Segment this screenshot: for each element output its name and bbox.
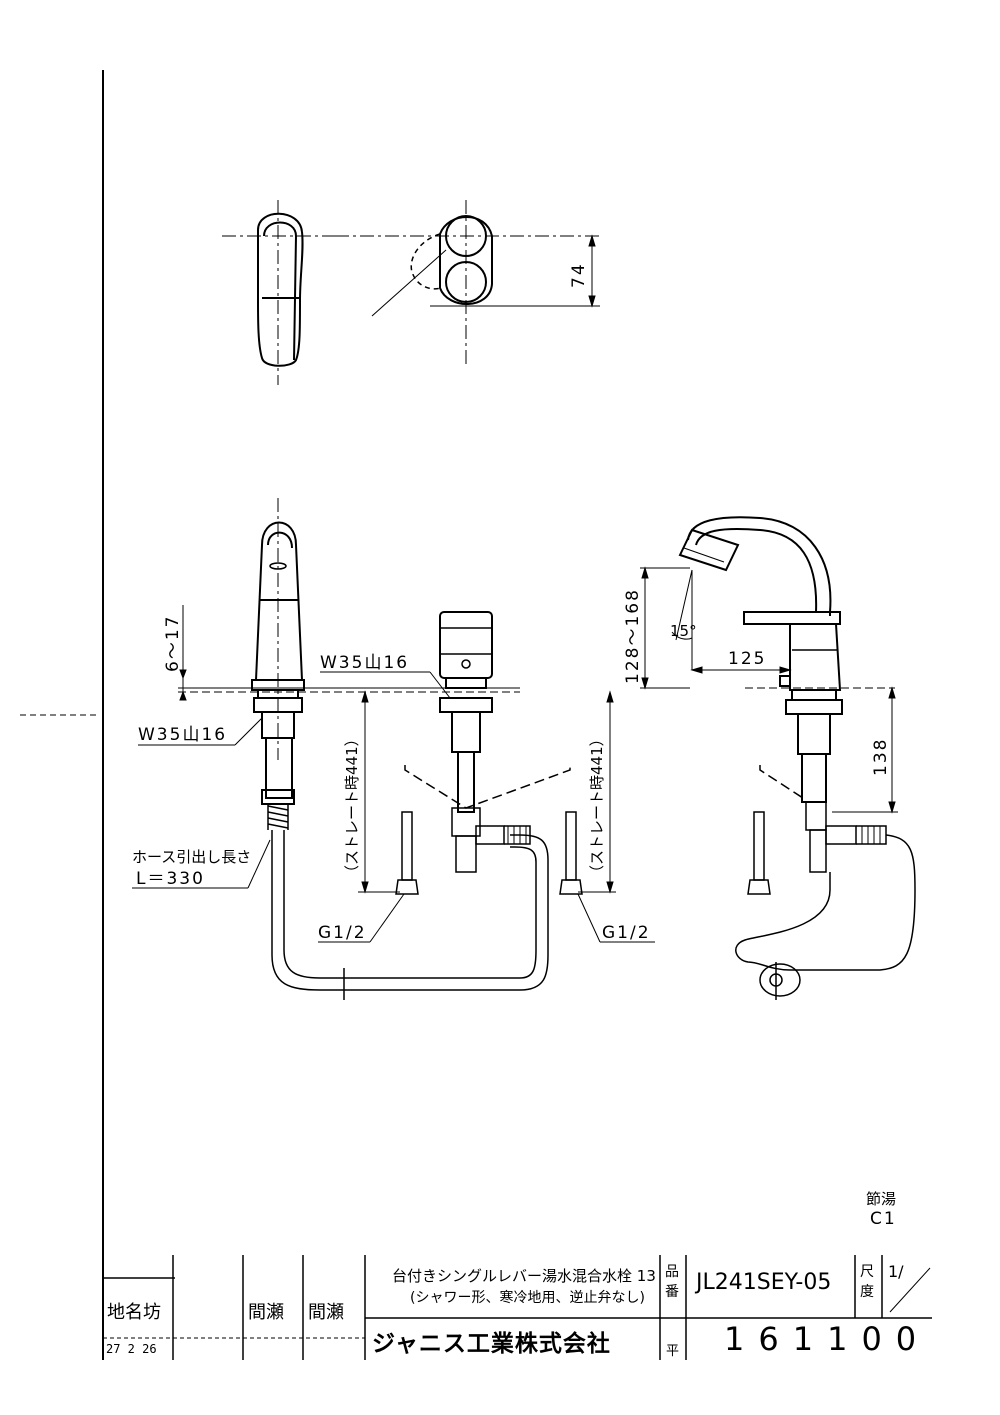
title-block-frame <box>103 1255 932 1360</box>
dim-74-label: 74 <box>569 262 589 288</box>
dim-15deg-label: 15° <box>670 622 697 640</box>
hose <box>271 830 549 1000</box>
title-date: 27 2 26 <box>106 1342 157 1356</box>
company-name: ジャニス工業株式会社 <box>372 1331 611 1357</box>
dim-128-168-label: 128～168 <box>623 588 643 684</box>
product-name-line1: 台付きシングルレバー湯水混合水栓 13 <box>392 1267 656 1285</box>
part-no-label: 品番 <box>665 1264 679 1300</box>
front-view-valve <box>439 611 531 873</box>
title-cell-1: 地名坊 <box>107 1302 161 1323</box>
dim-74 <box>588 234 596 308</box>
dim-15deg <box>671 569 693 670</box>
title-cell-4: 間瀬 <box>308 1302 344 1323</box>
hose-length-label: ホース引出し長さ <box>132 848 251 866</box>
dim-138 <box>832 686 898 814</box>
thread-left-label: W35山16 <box>138 725 227 745</box>
drawing-no-label: 平 <box>666 1344 680 1359</box>
tolerance-value: C1 <box>870 1209 897 1229</box>
product-name-line2: (シャワー形、寒冷地用、逆止弁なし) <box>410 1290 645 1306</box>
tolerance-label: 節湯 <box>866 1190 896 1208</box>
scale-label: 尺度 <box>860 1264 874 1300</box>
dim-128-168 <box>640 566 690 690</box>
dim-138-label: 138 <box>871 738 891 776</box>
front-view-spout <box>251 498 305 830</box>
dim-441-left-label: （ストレート時441） <box>343 731 361 880</box>
top-view-base <box>335 200 600 365</box>
part-no: JL241SEY-05 <box>696 1270 832 1295</box>
drawing-frame <box>20 70 104 1360</box>
dim-441-right <box>578 690 616 894</box>
connector-left-label: G1/2 <box>318 923 367 943</box>
scale-value: 1/ <box>888 1262 904 1281</box>
drawing-no: 161100 <box>724 1320 931 1358</box>
side-view-faucet <box>678 516 887 873</box>
dim-6-17 <box>179 605 187 701</box>
dim-125-label: 125 <box>728 649 766 669</box>
connector-right-label: G1/2 <box>602 923 651 943</box>
dim-125 <box>690 666 792 674</box>
dim-441-left <box>358 690 400 894</box>
hose-length-value: L＝330 <box>136 869 205 889</box>
side-supply <box>735 765 916 1000</box>
dim-441-right-label: （ストレート時441） <box>588 731 606 880</box>
supply-pipes <box>395 765 583 895</box>
dim-6-17-label: 6～17 <box>163 615 183 672</box>
top-view-spout <box>222 200 335 385</box>
title-cell-3: 間瀬 <box>248 1302 284 1323</box>
thread-center-label: W35山16 <box>320 653 409 673</box>
